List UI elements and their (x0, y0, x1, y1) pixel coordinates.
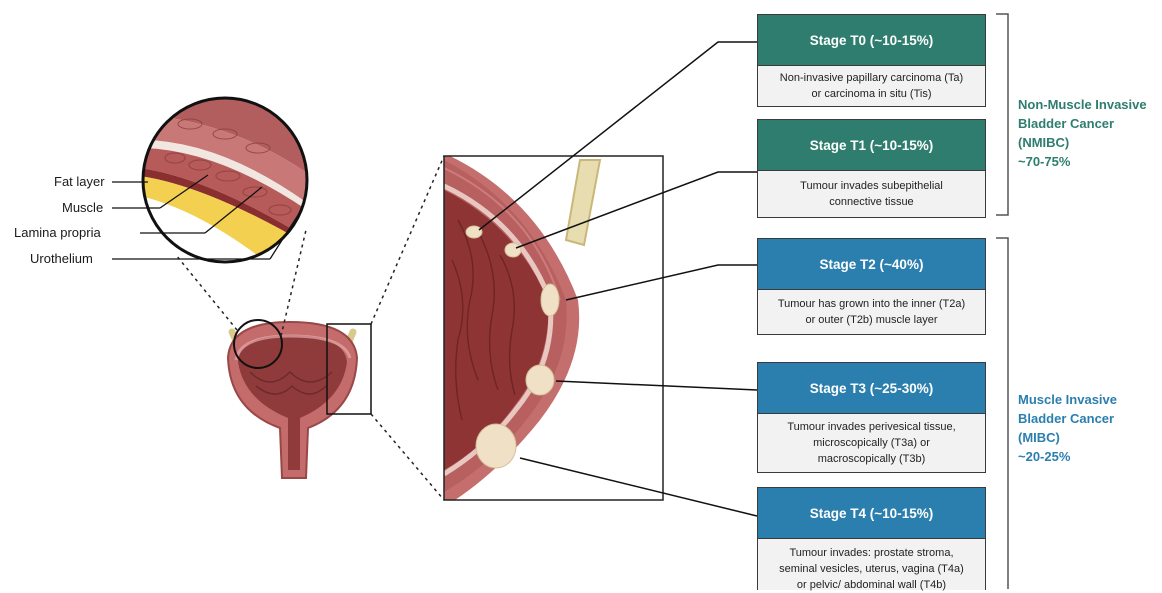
stage-t2-title: Stage T2 (~40%) (758, 239, 985, 289)
stage-t3-title: Stage T3 (~25-30%) (758, 363, 985, 413)
stage-t3-desc-line: microscopically (T3a) or (813, 437, 930, 449)
group-nmibc-label: Non-Muscle Invasive Bladder Cancer (NMIB… (1018, 95, 1147, 171)
group-mibc-line: Bladder Cancer (1018, 409, 1117, 428)
stage-t1-desc-line: connective tissue (829, 196, 913, 208)
stage-t4-desc-line: or pelvic/ abdominal wall (T4b) (797, 579, 946, 591)
stage-t0-description: Non-invasive papillary carcinoma (Ta) or … (758, 65, 985, 106)
group-mibc-line: (MIBC) (1018, 428, 1117, 447)
group-mibc-label: Muscle Invasive Bladder Cancer (MIBC) ~2… (1018, 390, 1117, 466)
stage-t1-box: Stage T1 (~10-15%) Tumour invades subepi… (757, 119, 986, 218)
tissue-layers-magnified (140, 95, 310, 265)
stage-t3-box: Stage T3 (~25-30%) Tumour invades perive… (757, 362, 986, 473)
stage-t1-description: Tumour invades subepithelial connective t… (758, 170, 985, 217)
bladder-overview (228, 322, 357, 478)
label-urothelium: Urothelium (30, 251, 93, 266)
stage-t2-desc-line: Tumour has grown into the inner (T2a) (778, 298, 965, 310)
stage-t0-desc-line: or carcinoma in situ (Tis) (811, 88, 931, 100)
stage-t1-desc-line: Tumour invades subepithelial (800, 180, 943, 192)
stage-t4-desc-line: Tumour invades: prostate stroma, (789, 547, 953, 559)
label-lamina-propria: Lamina propria (14, 225, 101, 240)
group-mibc-line: ~20-25% (1018, 447, 1117, 466)
group-nmibc-line: Bladder Cancer (1018, 114, 1147, 133)
stage-t3-description: Tumour invades perivesical tissue, micros… (758, 413, 985, 472)
stage-t4-description: Tumour invades: prostate stroma, seminal … (758, 538, 985, 590)
stage-t2-description: Tumour has grown into the inner (T2a) or … (758, 289, 985, 334)
stage-t3-desc-line: macroscopically (T3b) (818, 453, 926, 465)
group-nmibc-line: Non-Muscle Invasive (1018, 95, 1147, 114)
stage-t1-title: Stage T1 (~10-15%) (758, 120, 985, 170)
stage-t2-box: Stage T2 (~40%) Tumour has grown into th… (757, 238, 986, 335)
label-fat-layer: Fat layer (54, 174, 105, 189)
group-brackets (996, 14, 1008, 589)
stage-t0-box: Stage T0 (~10-15%) Non-invasive papillar… (757, 14, 986, 107)
group-mibc-line: Muscle Invasive (1018, 390, 1117, 409)
stage-t4-title: Stage T4 (~10-15%) (758, 488, 985, 538)
group-nmibc-line: ~70-75% (1018, 152, 1147, 171)
stage-t4-desc-line: seminal vesicles, uterus, vagina (T4a) (779, 563, 964, 575)
stage-t3-desc-line: Tumour invades perivesical tissue, (787, 421, 955, 433)
bladder-wall-zoom (444, 156, 663, 500)
group-nmibc-line: (NMIBC) (1018, 133, 1147, 152)
stage-t4-box: Stage T4 (~10-15%) Tumour invades: prost… (757, 487, 986, 590)
label-muscle: Muscle (62, 200, 103, 215)
stage-t0-desc-line: Non-invasive papillary carcinoma (Ta) (780, 72, 963, 84)
stage-t0-title: Stage T0 (~10-15%) (758, 15, 985, 65)
stage-t2-desc-line: or outer (T2b) muscle layer (805, 314, 937, 326)
